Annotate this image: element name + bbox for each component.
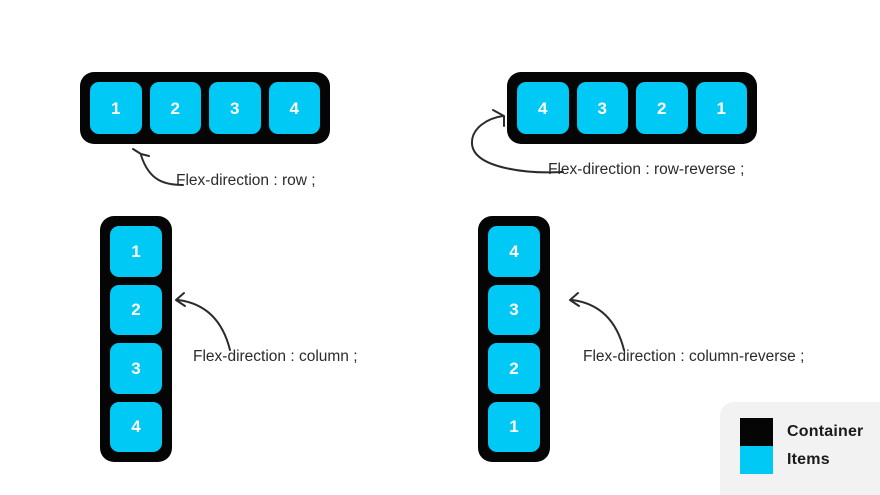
legend-swatch-items-icon: [740, 446, 773, 474]
flex-item: 4: [517, 82, 569, 134]
flex-item: 3: [576, 82, 628, 134]
flex-item: 3: [209, 82, 261, 134]
flex-item: 3: [488, 284, 540, 335]
flex-item: 1: [110, 226, 162, 277]
legend-entry-container: Container: [740, 418, 863, 446]
legend-entry-items: Items: [740, 446, 830, 474]
flex-container-column: 1 2 3 4: [100, 216, 172, 462]
flex-item: 4: [110, 401, 162, 452]
flex-item: 2: [636, 82, 688, 134]
legend-panel: Container Items: [720, 402, 880, 495]
curved-arrow-left-icon: [175, 292, 231, 351]
flex-item: 2: [149, 82, 201, 134]
flex-item: 2: [488, 343, 540, 394]
flex-container-column-reverse: 4 3 2 1: [478, 216, 550, 462]
label-flex-direction-column: Flex-direction : column ;: [193, 348, 358, 365]
flex-item: 1: [90, 82, 142, 134]
flex-container-row: 1 2 3 4: [80, 72, 330, 144]
legend-label-items: Items: [787, 451, 830, 468]
flex-item: 2: [110, 284, 162, 335]
label-flex-direction-row-reverse: Flex-direction : row-reverse ;: [548, 161, 745, 178]
flex-item: 1: [488, 401, 540, 452]
label-flex-direction-row: Flex-direction : row ;: [176, 172, 316, 189]
label-flex-direction-column-reverse: Flex-direction : column-reverse ;: [583, 348, 805, 365]
flex-item: 4: [268, 82, 320, 134]
flex-item: 1: [695, 82, 747, 134]
flex-item: 4: [488, 226, 540, 277]
legend-label-container: Container: [787, 423, 864, 440]
curved-arrow-left-icon: [569, 292, 625, 351]
legend-swatch-container-icon: [740, 418, 773, 446]
flex-item: 3: [110, 343, 162, 394]
flex-container-row-reverse: 4 3 2 1: [507, 72, 757, 144]
